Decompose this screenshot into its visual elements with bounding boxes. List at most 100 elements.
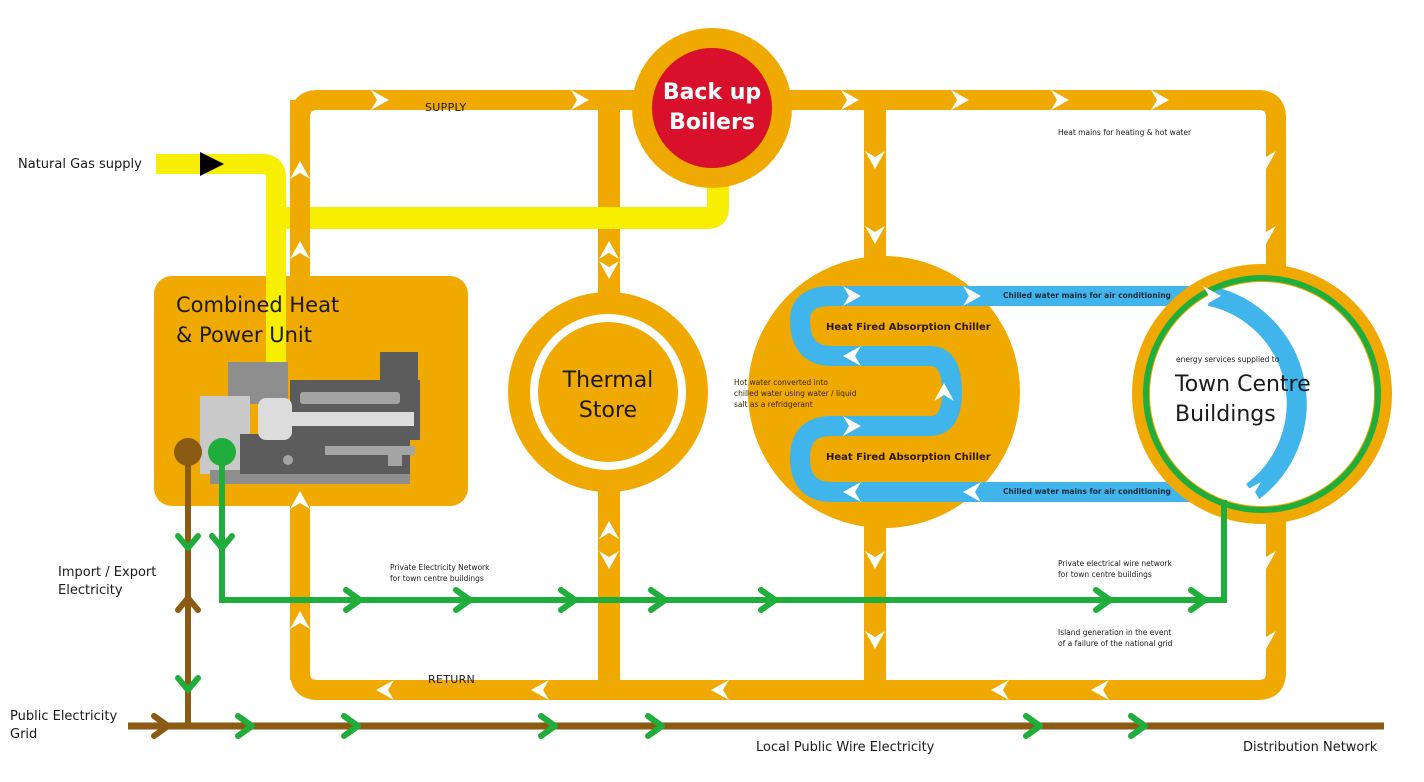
- chilled-arrow-icon: [843, 346, 861, 366]
- town-subtitle: energy services supplied to: [1176, 355, 1280, 364]
- import-arrow-icon: [175, 533, 201, 551]
- flow-arrows: [151, 90, 1368, 739]
- heat-mains-label: Heat mains for heating & hot water: [1058, 128, 1192, 137]
- boiler-title: Back up Boilers: [652, 78, 772, 138]
- return-down-arrow-icon: [1256, 151, 1276, 169]
- chilled-arrow-icon: [1243, 482, 1261, 502]
- boiler-title-line1: Back up: [662, 80, 762, 105]
- private-elec-arrow-icon: [1188, 587, 1208, 613]
- supply-label: SUPPLY: [425, 101, 467, 114]
- chilled-arrow-icon: [1348, 389, 1368, 407]
- gas-arrow-icon: [200, 152, 224, 176]
- chilled-serpentine: [789, 286, 1250, 502]
- return-down-arrow-icon: [1256, 226, 1276, 244]
- chiller-down-arrow-icon: [865, 226, 885, 244]
- supply-arrow-icon: [841, 90, 859, 110]
- riser-up-arrow-icon: [290, 491, 310, 509]
- public-elec-arrow-icon: [341, 713, 361, 739]
- private-elec-arrow-icon: [453, 587, 473, 613]
- chilled-arrow-icon: [843, 416, 861, 436]
- import-export-line1: Import / Export: [58, 565, 157, 580]
- store-title-line1: Thermal: [562, 368, 654, 393]
- town-centre: [1132, 264, 1392, 524]
- thermal-store: [508, 292, 708, 492]
- store-down-arrow-icon: [599, 551, 619, 569]
- chp-title-line2: & Power Unit: [176, 323, 312, 347]
- public-elec-arrow-icon: [1023, 713, 1043, 739]
- chiller-note-line1: Hot water converted into: [734, 378, 828, 387]
- chiller-bottom-label: Heat Fired Absorption Chiller: [826, 452, 991, 463]
- chilled-arrow-icon: [934, 383, 954, 401]
- store-down-arrow-icon: [599, 261, 619, 279]
- island-line2: of a failure of the national grid: [1058, 639, 1173, 648]
- public-elec-arrow-icon: [538, 713, 558, 739]
- public-grid-line1: Public Electricity: [10, 709, 118, 724]
- private-network-label: Private Electricity Network for town cen…: [390, 562, 490, 584]
- chiller-note-line2: chilled water using water / liquid: [734, 389, 857, 398]
- return-down-arrow-icon: [1256, 631, 1276, 649]
- return-arrow-icon: [991, 680, 1009, 700]
- chilled-arrow-icon: [963, 482, 981, 502]
- return-arrow-icon: [711, 680, 729, 700]
- private-wire-line2: for town centre buildings: [1058, 570, 1152, 579]
- natural-gas-label: Natural Gas supply: [18, 157, 142, 172]
- store-title-line2: Store: [578, 398, 638, 423]
- chiller-note-line3: salt as a refridgerant: [734, 400, 813, 409]
- riser-up-arrow-icon: [290, 241, 310, 259]
- chiller-down-arrow-icon: [865, 631, 885, 649]
- return-arrow-icon: [1091, 680, 1109, 700]
- private-wire-label: Private electrical wire network for town…: [1058, 558, 1172, 580]
- private-network-line2: for town centre buildings: [390, 574, 484, 583]
- chilled-top-label: Chilled water mains for air conditioning: [1003, 291, 1171, 300]
- chiller-note: Hot water converted into chilled water u…: [734, 377, 856, 410]
- import-export-label: Import / Export Electricity: [58, 564, 156, 600]
- private-elec-arrow-icon: [648, 587, 668, 613]
- town-title: Town Centre Buildings: [1175, 370, 1311, 430]
- public-grid-label: Public Electricity Grid: [10, 708, 117, 744]
- public-elec-arrow-icon: [235, 713, 255, 739]
- private-wire-line1: Private electrical wire network: [1058, 559, 1172, 568]
- store-up-arrow-icon: [599, 241, 619, 259]
- island-line1: Island generation in the event: [1058, 628, 1172, 637]
- engine-icon: [200, 352, 420, 484]
- grid-in-arrow-icon: [151, 713, 171, 739]
- backup-boilers: [632, 28, 792, 188]
- public-electricity-line: [128, 452, 1384, 730]
- store-up-arrow-icon: [599, 521, 619, 539]
- town-title-line1: Town Centre: [1175, 372, 1311, 397]
- private-elec-arrow-icon: [758, 587, 778, 613]
- chp-title: Combined Heat & Power Unit: [176, 290, 339, 350]
- export-arrow-icon: [175, 595, 201, 613]
- chiller-down-arrow-icon: [865, 551, 885, 569]
- riser-up-arrow-icon: [290, 611, 310, 629]
- import-export-line2: Electricity: [58, 583, 123, 598]
- town-title-line2: Buildings: [1175, 402, 1276, 427]
- return-label: RETURN: [428, 673, 476, 686]
- chilled-arrow-icon: [963, 286, 981, 306]
- chp-unit: [154, 200, 468, 506]
- chiller-top-label: Heat Fired Absorption Chiller: [826, 322, 991, 333]
- chilled-arrow-icon: [843, 482, 861, 502]
- private-elec-arrow-icon: [558, 587, 578, 613]
- gas-line: [156, 130, 729, 380]
- return-arrow-icon: [376, 680, 394, 700]
- supply-arrow-icon: [951, 90, 969, 110]
- public-grid-line2: Grid: [10, 727, 38, 742]
- private-electricity-line: [219, 452, 1227, 603]
- supply-arrow-icon: [571, 90, 589, 110]
- chilled-arrow-icon: [1203, 286, 1221, 306]
- private-elec-down-arrow-icon: [209, 533, 235, 551]
- chilled-arrow-icon: [843, 286, 861, 306]
- public-elec-arrow-icon: [645, 713, 665, 739]
- private-elec-arrow-icon: [1093, 587, 1113, 613]
- private-network-line1: Private Electricity Network: [390, 563, 490, 572]
- boiler-title-line2: Boilers: [669, 110, 755, 135]
- private-elec-arrow-icon: [343, 587, 363, 613]
- supply-arrow-icon: [371, 90, 389, 110]
- absorption-chiller: [748, 256, 1250, 528]
- riser-up-arrow-icon: [290, 161, 310, 179]
- local-public-wire-label: Local Public Wire Electricity: [756, 740, 935, 755]
- return-arrow-icon: [531, 680, 549, 700]
- supply-arrow-icon: [1151, 90, 1169, 110]
